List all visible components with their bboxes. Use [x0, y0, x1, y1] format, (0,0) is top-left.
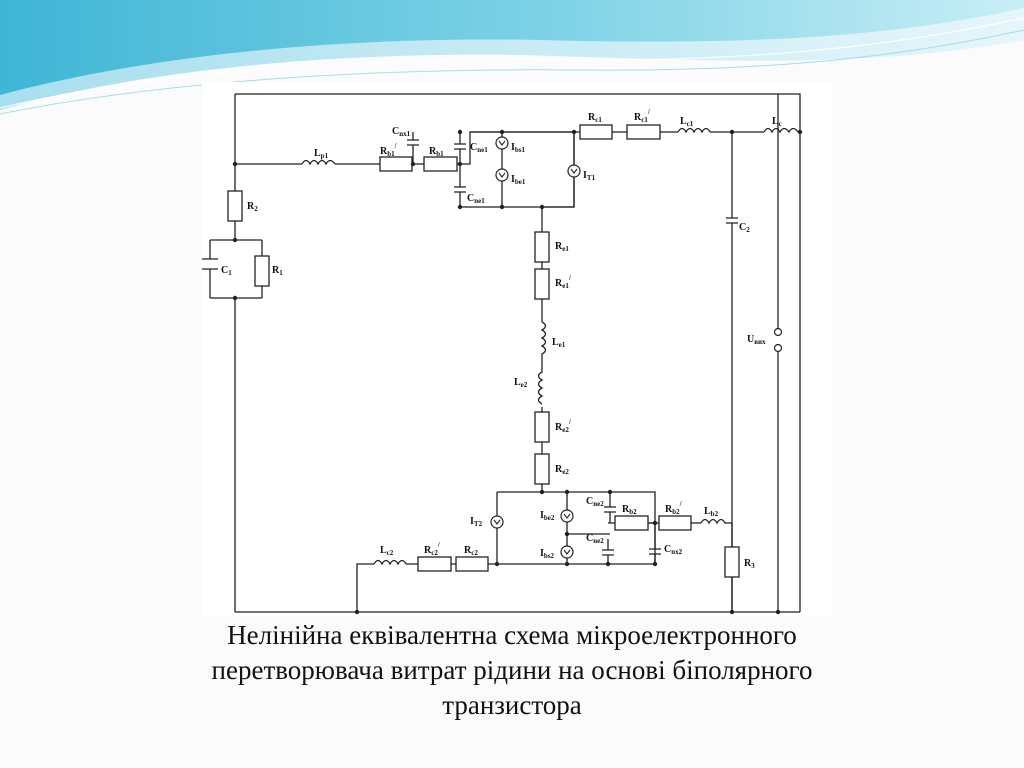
resistor-r2: [227, 190, 243, 222]
label-rb1: Rb1: [429, 146, 444, 158]
wire-c2: [726, 132, 738, 612]
label-ibe2: Ibe2: [540, 510, 555, 522]
label-c1: C1: [221, 265, 232, 277]
capacitor-cne1-top: [454, 132, 466, 164]
wire-collector2: [356, 563, 655, 612]
label-rb2: Rb2: [622, 504, 637, 516]
label-lp1: Lp1: [314, 148, 329, 160]
current-source-it1: [567, 164, 581, 178]
resistor-re2-prime: [534, 411, 550, 443]
label-le1: Le1: [552, 337, 566, 349]
label-ibs1: Ibs1: [511, 142, 526, 154]
current-source-ibe1: [495, 168, 509, 182]
resistor-r1: [254, 255, 270, 287]
resistor-r3: [724, 546, 740, 578]
caption-line-1: Нелінійна еквівалентна схема мікроелектр…: [227, 620, 797, 650]
caption-line-2: перетворювача витрат рідини на основі бі…: [211, 655, 813, 685]
capacitor-cnx1: [407, 132, 419, 164]
capacitor-c1: [202, 258, 218, 270]
label-re2: Re2: [555, 464, 569, 476]
wire-outer-top: [235, 93, 801, 612]
current-source-ibs1: [495, 136, 509, 150]
equivalent-circuit-diagram: Lp1 Rb1/ Rb1 Cnx1 Cne1 Cne1 Ibs1 Ibe1 IT…: [202, 93, 803, 615]
inductor-l: [763, 127, 799, 134]
current-source-ibe2: [560, 509, 574, 523]
junction-dots: [232, 129, 803, 615]
capacitor-cne2-top: [604, 506, 616, 513]
current-source-it2: [490, 515, 504, 529]
label-re1-prime: Re1/: [555, 274, 572, 290]
label-rb1-prime: Rb1/: [380, 142, 398, 158]
current-source-ibs2: [560, 545, 574, 559]
wire-left-branch: [209, 164, 263, 612]
label-cne1-top: Cne1: [470, 142, 488, 154]
label-cnx1: Cnx1: [392, 126, 411, 138]
label-lc2: Lc2: [380, 545, 394, 557]
decorative-wave-header: [0, 0, 1024, 115]
label-uvih: Uвих: [747, 334, 766, 346]
caption-line-3: транзистора: [442, 690, 582, 720]
wire-collector1: [470, 131, 800, 208]
label-ibe1: Ibe1: [511, 174, 526, 186]
slide-caption: Нелінійна еквівалентна схема мікроелектр…: [80, 618, 944, 723]
inductor-lc2: [373, 559, 407, 566]
wave-front: [0, 0, 1024, 95]
label-cne2-bottom: Cne2: [586, 533, 604, 545]
resistor-rb1-prime: [379, 156, 413, 172]
inductor-lp1: [301, 159, 336, 166]
label-it2: IT2: [470, 516, 483, 528]
inductor-le1: [540, 321, 547, 364]
label-re1: Re1: [555, 241, 569, 253]
label-le2: Le2: [514, 377, 528, 389]
inductor-lc1: [677, 127, 711, 134]
label-r2: R2: [247, 201, 258, 213]
capacitor-cne2-bottom: [602, 549, 614, 556]
label-rc2: Rc2: [464, 545, 478, 557]
label-l: Lc: [772, 116, 782, 128]
resistor-rb2: [614, 515, 649, 531]
resistor-rc1-prime: [626, 124, 661, 140]
wire-base2: [648, 522, 733, 612]
label-cnx2: Cnx2: [664, 544, 683, 556]
resistor-rc2-prime: [417, 556, 452, 572]
output-terminal-bottom: [773, 343, 783, 353]
wire-base1: [235, 131, 575, 208]
label-rc1-prime: Rc1/: [634, 108, 651, 124]
resistor-re1: [534, 231, 550, 263]
inductor-lb2: [700, 518, 732, 525]
label-lb2: Lb2: [704, 506, 719, 518]
label-r3: R3: [744, 558, 755, 570]
label-cne1-bottom: Cne1: [467, 193, 485, 205]
resistor-rc2: [455, 556, 489, 572]
label-re2-prime: Re2/: [555, 418, 572, 434]
inductor-le2: [537, 364, 544, 405]
wave-line-2: [0, 29, 1024, 115]
resistor-re1-prime: [534, 268, 550, 300]
resistor-re2: [534, 453, 550, 485]
circuit-diagram-panel: Lp1 Rb1/ Rb1 Cnx1 Cne1 Cne1 Ibs1 Ibe1 IT…: [202, 82, 832, 617]
label-it1: IT1: [583, 170, 596, 182]
output-terminal-top: [773, 327, 783, 337]
resistor-rc1: [579, 124, 613, 140]
label-rc2-prime: Rc2/: [424, 541, 441, 557]
label-c2: C2: [739, 222, 750, 234]
capacitor-cnx2: [649, 523, 661, 564]
resistor-rb2-prime: [658, 515, 692, 531]
capacitor-cne1-bottom: [454, 164, 466, 207]
label-rb2-prime: Rb2/: [665, 500, 683, 516]
label-ibs2: Ibs2: [540, 548, 555, 560]
label-r1: R1: [272, 265, 283, 277]
label-rc1: Rc1: [588, 112, 602, 124]
resistor-rb1: [423, 156, 458, 172]
label-cne2-top: Cne2: [586, 496, 604, 508]
label-lc1: Lc1: [680, 116, 694, 128]
wave-line-1: [0, 17, 1024, 109]
